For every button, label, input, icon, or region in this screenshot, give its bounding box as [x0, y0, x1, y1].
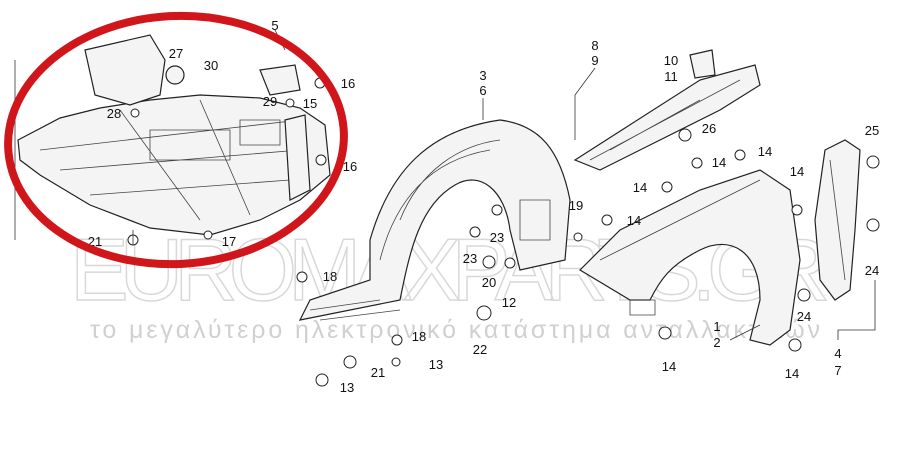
callout-18a: 18: [323, 269, 337, 284]
callout-20: 20: [482, 275, 496, 290]
callout-17: 17: [222, 234, 236, 249]
callout-3: 3: [479, 68, 486, 83]
callout-13a: 13: [429, 357, 443, 372]
callout-14b: 14: [712, 155, 726, 170]
callout-30: 30: [204, 58, 218, 73]
callout-4: 4: [834, 346, 841, 361]
front-fender: [579, 169, 801, 346]
callout-21b: 21: [371, 365, 385, 380]
callout-2: 2: [713, 335, 720, 350]
callout-23a: 23: [490, 230, 504, 245]
callout-labels: 5 27 30 16 28 29 15 16 21 17 3 6 8 9 10 …: [88, 18, 879, 395]
callout-6: 6: [479, 83, 486, 98]
callout-16b: 16: [343, 159, 357, 174]
callout-26: 26: [702, 121, 716, 136]
callout-18b: 18: [412, 329, 426, 344]
callout-27: 27: [169, 46, 183, 61]
callout-7: 7: [834, 363, 841, 378]
callout-5: 5: [271, 18, 278, 33]
callout-28: 28: [107, 106, 121, 121]
watermark-tagline: το μεγαλύτερο ηλεκτρονικό κατάστημα αντα…: [90, 316, 820, 344]
callout-14d: 14: [790, 164, 804, 179]
callout-23b: 23: [463, 251, 477, 266]
callout-14f: 14: [662, 359, 676, 374]
callout-24a: 24: [865, 263, 879, 278]
inner-fender-liner: [298, 119, 571, 321]
callout-24b: 24: [797, 309, 811, 324]
highlight-ellipse: [4, 11, 348, 269]
callout-8: 8: [591, 38, 598, 53]
callout-15: 15: [303, 96, 317, 111]
callout-10: 10: [664, 53, 678, 68]
callout-22: 22: [473, 342, 487, 357]
fasteners: [127, 77, 880, 387]
engine-undercover: [17, 34, 331, 236]
callout-16: 16: [341, 76, 355, 91]
callout-14c: 14: [633, 180, 647, 195]
callout-25: 25: [865, 123, 879, 138]
callout-13b: 13: [340, 380, 354, 395]
callout-9: 9: [591, 53, 598, 68]
fender-side-bracket: [814, 139, 861, 301]
callout-14a: 14: [758, 144, 772, 159]
callout-12: 12: [502, 295, 516, 310]
fender-upper-rail: [573, 49, 761, 171]
callout-11: 11: [664, 69, 678, 84]
callout-14e: 14: [627, 213, 641, 228]
callout-1: 1: [713, 319, 720, 334]
callout-14g: 14: [785, 366, 799, 381]
callout-29: 29: [263, 94, 277, 109]
callout-19: 19: [569, 198, 583, 213]
cap-27: [165, 65, 185, 85]
